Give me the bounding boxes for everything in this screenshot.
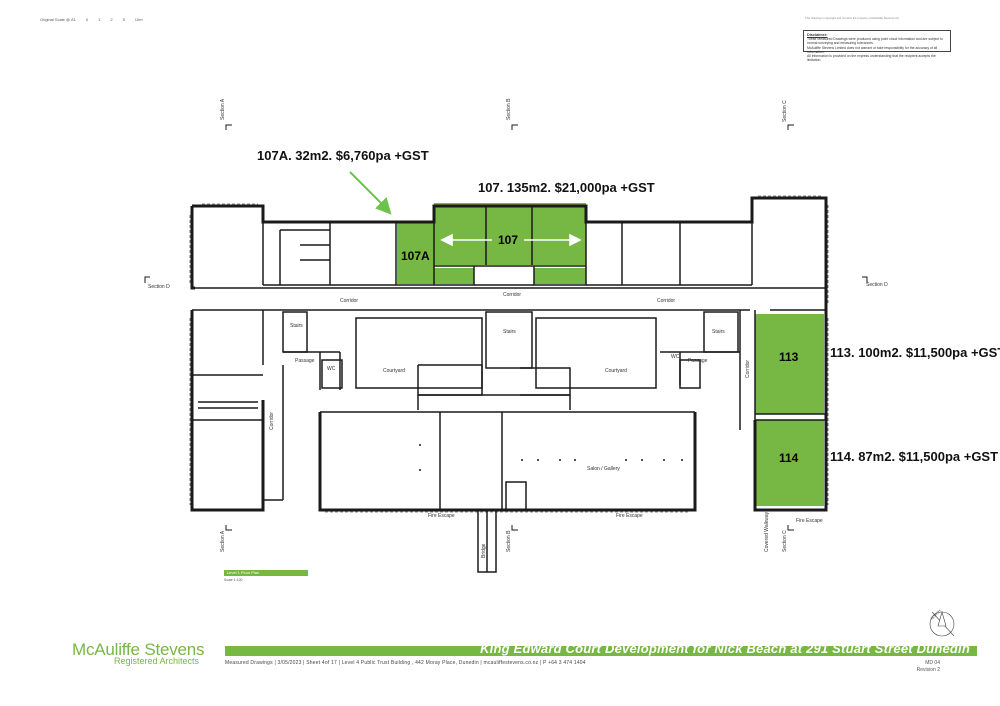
scale-tick: 5 <box>122 17 125 22</box>
section-d-right: Section D <box>866 282 888 288</box>
salon-posts <box>419 444 683 471</box>
footer-details: Measured Drawings | 3/05/2023 | Sheet 4o… <box>225 660 586 666</box>
section-b-top: Section B <box>506 98 512 120</box>
callout-107a: 107A. 32m2. $6,760pa +GST <box>257 148 429 163</box>
label-stairs-right: Stairs <box>712 329 725 335</box>
room-114-fill <box>755 420 824 506</box>
section-markers <box>144 124 868 531</box>
callout-113: 113. 100m2. $11,500pa +GST <box>830 345 1000 360</box>
window-details <box>189 195 829 513</box>
room-label-114: 114 <box>779 451 799 465</box>
room-label-107: 107 <box>498 233 518 247</box>
section-b-bottom: Section B <box>506 530 512 552</box>
plan-title-tag: Level 1 Floor Plan <box>224 570 308 576</box>
inner-walls <box>192 206 826 573</box>
label-bridge: Bridge <box>481 543 487 558</box>
section-d-left: Section D <box>148 284 170 290</box>
revision: Revision 2 <box>916 667 940 673</box>
label-passage-left: Passage <box>295 358 315 364</box>
callout-107: 107. 135m2. $21,000pa +GST <box>478 180 655 195</box>
section-a-top: Section A <box>220 98 226 120</box>
scale-tick: 10m <box>134 17 143 22</box>
section-c-top: Section C <box>782 100 788 122</box>
title-bar <box>225 646 977 656</box>
copyright-note: This drawing is copyright and remains th… <box>805 16 900 20</box>
room-107-fill <box>434 203 586 265</box>
label-salon: Salon / Gallery <box>587 466 620 472</box>
label-covered-walkway: Covered Walkway <box>764 511 770 552</box>
disclaimer-line: normal surveying and measuring tolerance… <box>807 41 874 46</box>
label-wc-right: WC <box>671 354 680 360</box>
room-113-fill <box>755 314 824 414</box>
callout-114: 114. 87m2. $11,500pa +GST <box>830 449 999 464</box>
scale-note-row: Original Scale @ A1 0 1 2 5 10m <box>40 17 143 22</box>
project-title: King Edward Court Development for Nick B… <box>480 641 970 656</box>
section-c-bottom: Section C <box>782 530 788 552</box>
north-arrow-icon <box>929 610 955 637</box>
label-courtyard-left: Courtyard <box>383 368 405 374</box>
scale-tick: 0 <box>85 17 89 22</box>
logo-name: McAuliffe Stevens <box>72 640 205 659</box>
label-corridor-right: Corridor <box>657 298 675 304</box>
label-courtyard-right: Courtyard <box>605 368 627 374</box>
label-wc-left: WC <box>327 366 336 372</box>
plan-scale: Scale 1:100 <box>224 578 243 582</box>
disclaimer-line: These Measured Drawings were produced us… <box>807 37 943 42</box>
room-107-lower-left <box>434 268 474 284</box>
room-107-double-arrow <box>440 233 582 247</box>
callout-107a-arrow <box>349 171 392 215</box>
disclaimer-box: Disclaimer: These Measured Drawings were… <box>803 30 951 62</box>
room-label-113: 113 <box>779 350 799 364</box>
label-passage-right: Passage <box>688 358 708 364</box>
label-fire-escape-1: Fire Escape <box>428 513 455 519</box>
label-corridor-center: Corridor <box>503 292 521 298</box>
disclaimer-line: All information is provided on the expre… <box>807 54 936 63</box>
disclaimer-line: McAuliffe Stevens Limited does not warra… <box>807 45 938 54</box>
label-corridor-east: Corridor <box>745 360 751 378</box>
disclaimer-title: Disclaimer: <box>807 33 828 37</box>
room-label-107a: 107A <box>401 249 430 263</box>
label-fire-escape-3: Fire Escape <box>796 518 823 524</box>
room-107-lower-right <box>534 268 586 284</box>
scale-note: Original Scale @ A1 <box>40 17 76 22</box>
label-stairs-left: Stairs <box>290 323 303 329</box>
room-107a-fill <box>397 222 434 284</box>
scale-tick: 2 <box>110 17 113 22</box>
logo-sub: Registered Architects <box>114 656 200 666</box>
section-a-bottom: Section A <box>220 530 226 552</box>
label-fire-escape-2: Fire Escape <box>616 513 643 519</box>
sheet-id: MD 04 <box>925 660 940 666</box>
label-corridor-left: Corridor <box>340 298 358 304</box>
label-corridor-west: Corridor <box>269 412 275 430</box>
scale-tick: 1 <box>98 17 101 22</box>
label-stairs-center: Stairs <box>503 329 516 335</box>
